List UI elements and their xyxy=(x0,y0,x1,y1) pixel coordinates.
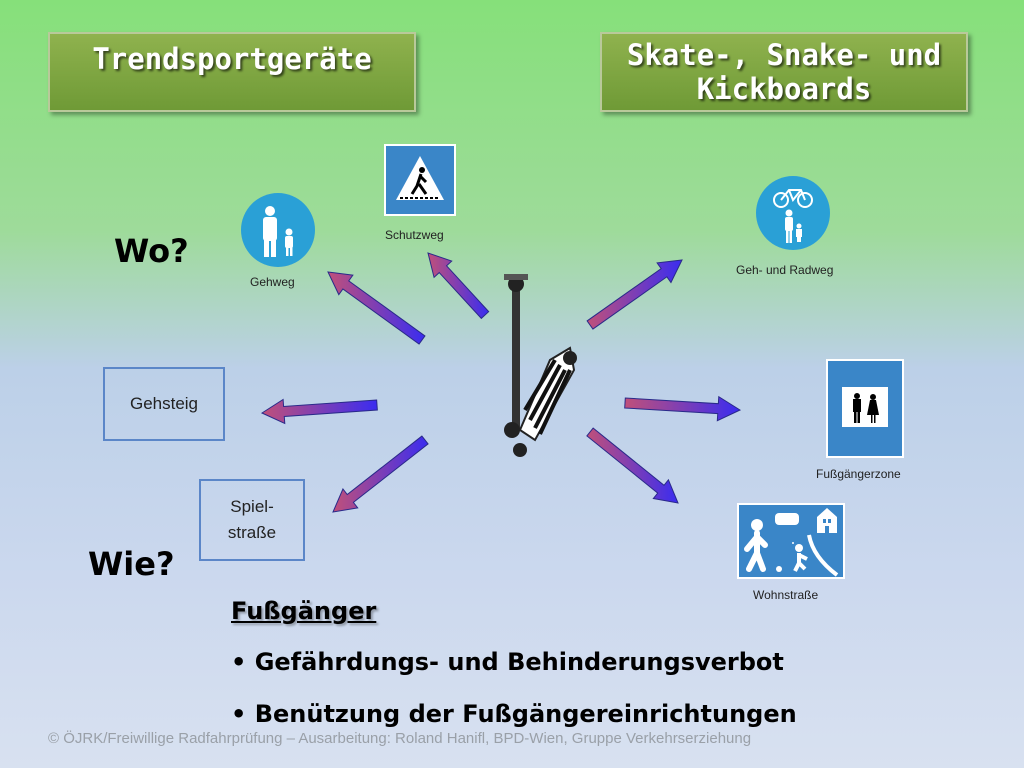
fussgaengerzone-sign-icon xyxy=(826,359,904,458)
schutzweg-label: Schutzweg xyxy=(385,228,444,242)
arrow-to-fussgaengerzone xyxy=(624,395,742,422)
title-skateboards: Skate-, Snake- und Kickboards xyxy=(600,32,968,112)
spielstrasse-line1: Spiel- xyxy=(230,497,274,516)
spielstrasse-line2: straße xyxy=(227,523,277,542)
title-trendsportgeraete: Trendsportgeräte xyxy=(48,32,416,112)
geh-radweg-label: Geh- und Radweg xyxy=(736,263,834,277)
arrow-to-spielstrasse xyxy=(332,435,429,513)
title-left-text: Trendsportgeräte xyxy=(92,42,372,76)
gehsteig-text: Gehsteig xyxy=(129,394,199,413)
schutzweg-sign-icon xyxy=(384,144,456,216)
bullet-2: • Benützung der Fußgängereinrichtungen xyxy=(231,700,797,728)
arrow-to-gehweg xyxy=(327,271,426,345)
wohnstrasse-label: Wohnstraße xyxy=(753,588,819,602)
gehweg-sign-icon xyxy=(241,193,315,267)
title-right-line1: Skate-, Snake- und xyxy=(626,38,942,72)
arrow-to-wohnstrasse xyxy=(586,427,679,504)
footer-credit: © ÖJRK/Freiwillige Radfahrprüfung – Ausa… xyxy=(48,730,752,747)
title-right-line2: Kickboards xyxy=(696,72,872,106)
arrow-to-schutzweg xyxy=(427,252,490,320)
gehsteig-box: Gehsteig xyxy=(103,367,225,441)
geh-radweg-sign-icon xyxy=(756,176,830,250)
question-wie: Wie? xyxy=(88,545,175,583)
question-wo: Wo? xyxy=(114,232,189,270)
bullet-2-text: Benützung der Fußgängereinrichtungen xyxy=(254,700,797,728)
bullet-1-text: Gefährdungs- und Behinderungsverbot xyxy=(254,648,784,676)
spielstrasse-box: Spiel- straße xyxy=(199,479,305,561)
content-heading: Fußgänger xyxy=(231,597,377,625)
scooter-image xyxy=(504,274,577,457)
arrow-to-geh-radweg xyxy=(586,259,683,330)
arrow-to-gehsteig xyxy=(260,398,378,425)
gehweg-label: Gehweg xyxy=(250,275,295,289)
fussgaengerzone-label: Fußgängerzone xyxy=(816,467,901,481)
bullet-1: • Gefährdungs- und Behinderungsverbot xyxy=(231,648,784,676)
wohnstrasse-sign-icon xyxy=(737,503,845,579)
